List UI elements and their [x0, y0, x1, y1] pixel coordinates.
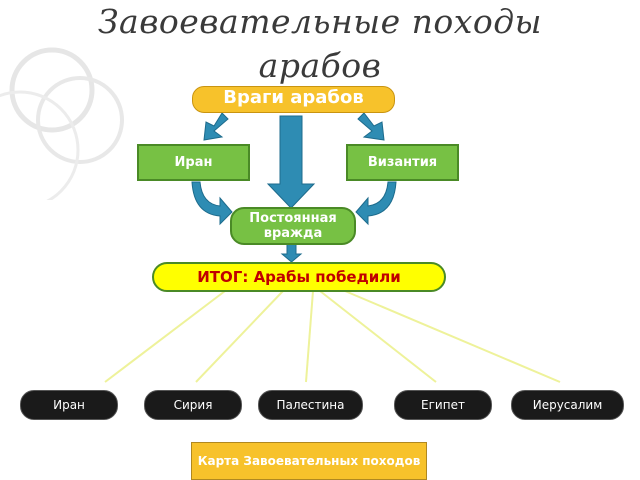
arrow-right-diagonal	[357, 112, 385, 141]
result-box: ИТОГ: Арабы победили	[152, 262, 446, 292]
country-iran[interactable]: Иран	[20, 390, 118, 420]
map-button[interactable]: Карта Завоевательных походов	[191, 442, 427, 480]
constant-enmity-box: Постоянная вражда	[230, 207, 356, 245]
country-egypt[interactable]: Египет	[394, 390, 492, 420]
arrow-to-result	[280, 243, 303, 263]
enemy-iran: Иран	[137, 144, 250, 181]
country-jerusalem[interactable]: Иерусалим	[511, 390, 624, 420]
arrow-down-center	[266, 115, 316, 209]
country-palestine[interactable]: Палестина	[258, 390, 363, 420]
arrow-left-diagonal	[203, 112, 229, 141]
arrow-right-curved	[355, 181, 397, 226]
enemy-byzantium: Византия	[346, 144, 459, 181]
arrow-left-curved	[191, 181, 233, 226]
page-title: Завоевательные походы арабов	[97, 2, 543, 85]
country-syria[interactable]: Сирия	[144, 390, 242, 420]
enemies-box: Враги арабов	[192, 86, 395, 113]
